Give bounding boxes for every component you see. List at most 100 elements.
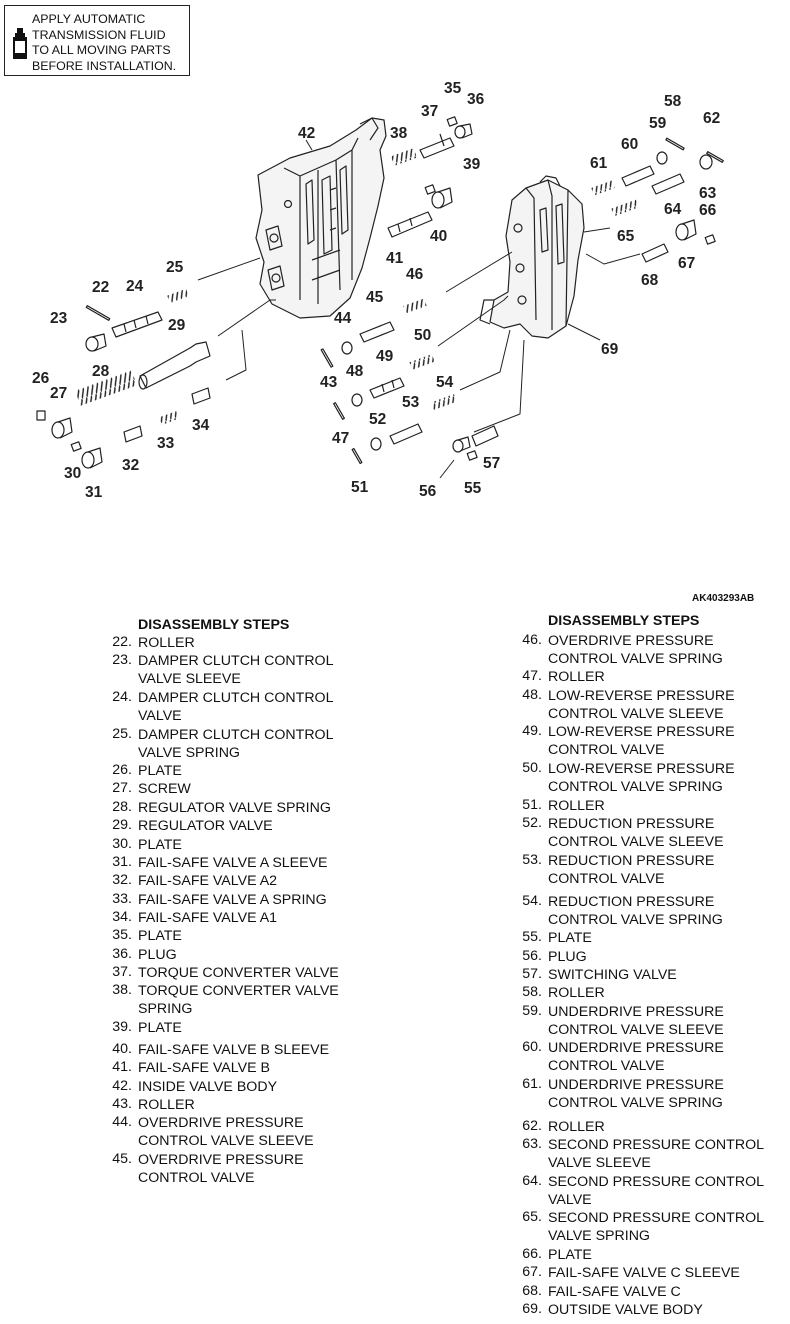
part-29-valve [138,341,211,390]
step-text-line: DAMPER CLUTCH CONTROL [138,653,334,669]
step-text-line: PLATE [548,930,592,946]
step-text-line: VALVE SLEEVE [548,1155,651,1172]
callout-60: 60 [621,136,638,153]
step-text: ROLLER [548,797,605,815]
part-56-plug [452,436,471,453]
step-text-line: CONTROL VALVE [548,1058,665,1075]
step-text-line: CONTROL VALVE [548,742,665,759]
part-61-spring [591,180,615,196]
callout-53: 53 [402,394,420,411]
step-number: 37. [112,964,132,980]
steps-heading: DISASSEMBLY STEPS [548,613,700,629]
part-47-roller [333,402,345,420]
step-text-line: FAIL-SAFE VALVE A SPRING [138,892,327,908]
step-number: 22. [112,634,132,650]
step-text-line: REDUCTION PRESSURE [548,816,715,832]
part-59-sleeve [656,151,668,165]
step-number: 42. [112,1078,132,1094]
step-text-line: CONTROL VALVE SLEEVE [548,834,724,851]
part-48-sleeve [351,393,363,407]
callout-69: 69 [601,341,619,358]
part-57-valve [471,425,499,447]
callout-56: 56 [419,483,437,500]
part-52-sleeve [370,437,382,451]
step-number: 33. [112,891,132,907]
step-text-line: TORQUE CONVERTER VALVE [138,983,339,999]
part-34-valve [191,387,211,405]
step-number: 29. [112,817,132,833]
inside-valve-body-drawing [255,117,387,319]
callout-24: 24 [126,278,144,295]
step-text-line: FAIL-SAFE VALVE A2 [138,873,278,889]
part-37-valve [419,133,455,159]
callout-67: 67 [678,255,695,272]
callout-28: 28 [92,363,110,380]
step-number: 52. [522,815,542,831]
step-text: ROLLER [548,984,605,1002]
step-text: TORQUE CONVERTER VALVE [138,964,339,982]
step-number: 31. [112,854,132,870]
part-26-plate [36,410,46,421]
step-text-line: DAMPER CLUTCH CONTROL [138,690,334,706]
part-50-spring [409,354,435,370]
callout-59: 59 [649,115,667,132]
step-text-line: OUTSIDE VALVE BODY [548,1302,703,1318]
step-number: 55. [522,929,542,945]
step-text-line: ROLLER [548,798,605,814]
callout-50: 50 [414,327,431,344]
step-text: REDUCTION PRESSURE CONTROL VALVE SLEEVE [548,815,724,852]
step-text-line: PLUG [138,947,177,963]
atf-note-text: APPLY AUTOMATIC TRANSMISSION FLUID TO AL… [32,12,176,74]
step-text: TORQUE CONVERTER VALVE SPRING [138,982,339,1019]
callout-43: 43 [320,374,338,391]
part-49-valve [369,377,405,399]
part-66-plate [704,234,716,245]
step-number: 45. [112,1151,132,1167]
step-number: 61. [522,1076,542,1092]
step-text: FAIL-SAFE VALVE C SLEEVE [548,1264,740,1282]
callout-66: 66 [699,202,717,219]
step-text: SCREW [138,780,191,798]
step-text-line: CONTROL VALVE SPRING [548,1095,723,1112]
step-text: ROLLER [548,1118,605,1136]
part-24-valve [111,311,163,338]
step-number: 62. [522,1118,542,1134]
step-text-line: CONTROL VALVE SLEEVE [548,706,724,723]
step-number: 38. [112,982,132,998]
step-number: 65. [522,1209,542,1225]
step-text-line: FAIL-SAFE VALVE B SLEEVE [138,1042,330,1058]
step-text: PLATE [138,1019,182,1037]
step-text-line: REGULATOR VALVE [138,818,273,834]
step-text-line: CONTROL VALVE SPRING [548,651,723,668]
callout-55: 55 [464,480,482,497]
part-35-plate [446,116,458,127]
part-31-sleeve [81,447,103,469]
step-text: OUTSIDE VALVE BODY [548,1301,703,1319]
callout-65: 65 [617,228,635,245]
part-54-spring [431,394,457,410]
step-text-line: SECOND PRESSURE CONTROL [548,1210,764,1226]
step-number: 56. [522,948,542,964]
callout-68: 68 [641,272,659,289]
step-number: 44. [112,1114,132,1130]
callout-57: 57 [483,455,500,472]
part-27-screw [51,417,73,439]
step-number: 34. [112,909,132,925]
step-number: 35. [112,927,132,943]
step-text-line: PLATE [548,1247,592,1263]
step-text-line: FAIL-SAFE VALVE C [548,1284,681,1300]
callout-23: 23 [50,310,68,327]
step-number: 67. [522,1264,542,1280]
step-text-line: PLATE [138,1020,182,1036]
step-number: 66. [522,1246,542,1262]
step-text-line: SCREW [138,781,191,797]
step-text: ROLLER [138,1096,195,1114]
step-text-line: FAIL-SAFE VALVE A SLEEVE [138,855,328,871]
part-33-spring [159,411,179,425]
step-number: 24. [112,689,132,705]
part-40-sleeve [431,187,453,209]
step-text-line: SPRING [138,1001,193,1018]
